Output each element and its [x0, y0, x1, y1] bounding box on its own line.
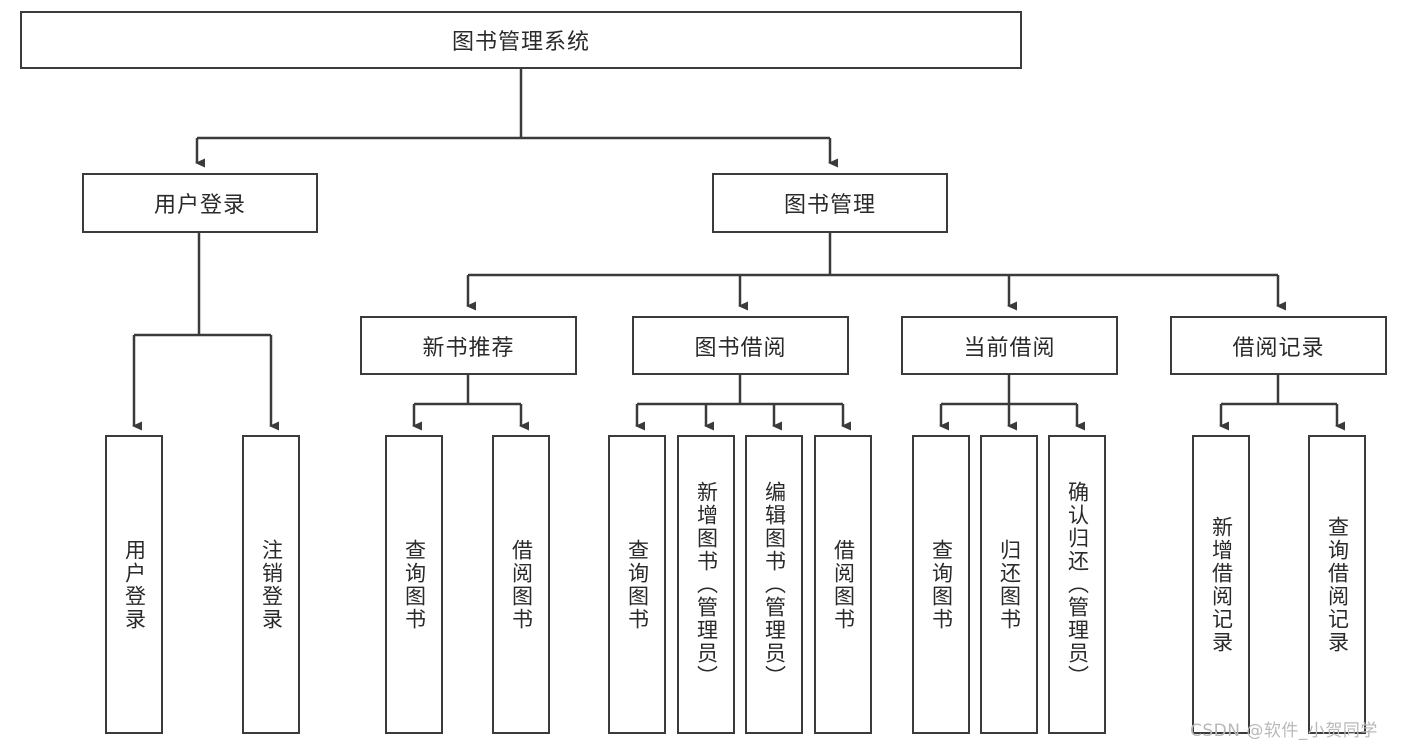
- node-label: 编辑图书（管理员）: [762, 481, 787, 688]
- leaf-new-book-query[interactable]: 查询图书: [385, 435, 443, 734]
- node-book-borrow[interactable]: 图书借阅: [632, 316, 849, 375]
- node-label: 查询图书: [402, 538, 427, 631]
- node-label: 新书推荐: [422, 335, 515, 361]
- node-new-book-recommend[interactable]: 新书推荐: [360, 316, 577, 375]
- node-borrow-record[interactable]: 借阅记录: [1170, 316, 1387, 375]
- node-label: 确认归还（管理员）: [1065, 481, 1090, 688]
- leaf-borrow-add-book-admin[interactable]: 新增图书（管理员）: [677, 435, 735, 734]
- leaf-current-query-book[interactable]: 查询图书: [912, 435, 970, 734]
- leaf-current-confirm-return-admin[interactable]: 确认归还（管理员）: [1048, 435, 1106, 734]
- leaf-borrow-borrow-book[interactable]: 借阅图书: [814, 435, 872, 734]
- watermark-text: CSDN @软件_小贺同学: [1190, 721, 1378, 741]
- leaf-borrow-query-book[interactable]: 查询图书: [608, 435, 666, 734]
- node-label: 图书管理: [783, 193, 876, 218]
- node-label: 查询图书: [625, 538, 650, 631]
- node-current-borrow[interactable]: 当前借阅: [901, 316, 1118, 375]
- node-label: 新增图书（管理员）: [694, 481, 719, 688]
- node-label: 用户登录: [122, 538, 147, 631]
- leaf-user-login-login[interactable]: 用户登录: [105, 435, 163, 734]
- node-label: 用户登录: [153, 193, 246, 218]
- leaf-record-query-record[interactable]: 查询借阅记录: [1308, 435, 1366, 734]
- node-label: 查询借阅记录: [1325, 515, 1350, 654]
- node-label: 新增借阅记录: [1209, 515, 1234, 654]
- leaf-current-return-book[interactable]: 归还图书: [980, 435, 1038, 734]
- node-label: 注销登录: [259, 538, 284, 631]
- node-root-book-management-system[interactable]: 图书管理系统: [20, 11, 1022, 69]
- csdn-watermark: CSDN @软件_小贺同学: [1190, 716, 1378, 741]
- node-book-management[interactable]: 图书管理: [712, 173, 948, 233]
- node-user-login[interactable]: 用户登录: [82, 173, 318, 233]
- node-label: 归还图书: [997, 538, 1022, 631]
- node-label: 当前借阅: [963, 335, 1056, 361]
- leaf-new-book-borrow[interactable]: 借阅图书: [492, 435, 550, 734]
- node-label: 图书管理系统: [451, 30, 590, 55]
- node-label: 借阅图书: [831, 538, 856, 631]
- leaf-borrow-edit-book-admin[interactable]: 编辑图书（管理员）: [745, 435, 803, 734]
- node-label: 图书借阅: [694, 335, 787, 361]
- leaf-record-add-record[interactable]: 新增借阅记录: [1192, 435, 1250, 734]
- node-label: 查询图书: [929, 538, 954, 631]
- node-label: 借阅图书: [509, 538, 534, 631]
- node-label: 借阅记录: [1232, 335, 1325, 361]
- leaf-user-login-logout[interactable]: 注销登录: [242, 435, 300, 734]
